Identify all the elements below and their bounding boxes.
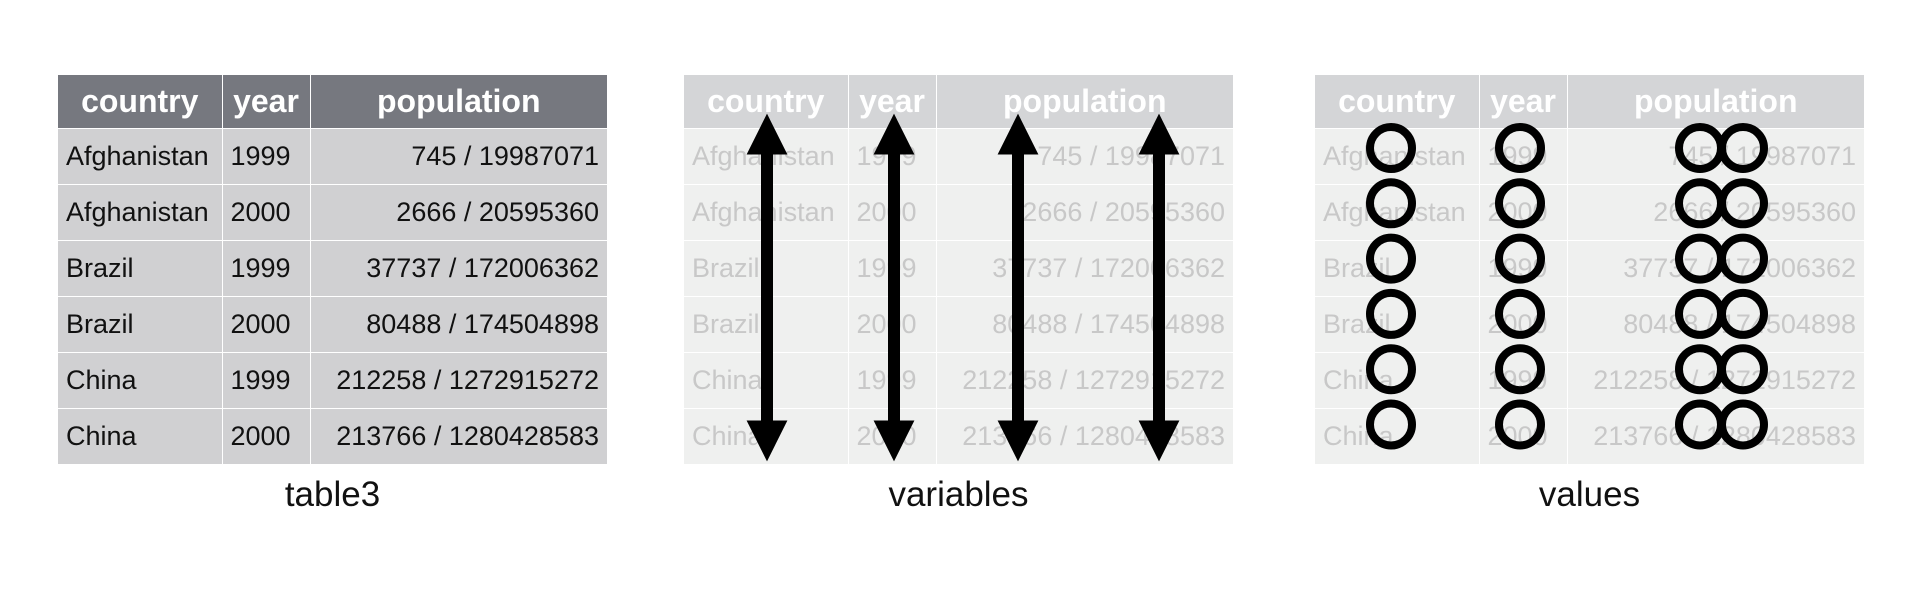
cell-country: Afghanistan (684, 128, 849, 185)
header-year: year (1479, 75, 1568, 129)
caption-values: values (1538, 475, 1641, 514)
cell-year: 1999 (848, 128, 937, 185)
cell-population: 2666 / 20595360 (310, 184, 607, 241)
header-population: population (1567, 75, 1864, 129)
cell-population: 212258 / 1272915272 (310, 352, 607, 409)
header-population: population (936, 75, 1233, 129)
cell-year: 2000 (222, 296, 311, 353)
cell-year: 1999 (222, 128, 311, 185)
cell-population: 213766 / 1280428583 (1567, 408, 1864, 464)
cell-country: China (684, 352, 849, 409)
cell-country: Brazil (684, 240, 849, 297)
cell-population: 745 / 19987071 (310, 128, 607, 185)
header-population: population (310, 75, 607, 129)
cell-population: 80488 / 174504898 (310, 296, 607, 353)
cell-year: 2000 (222, 184, 311, 241)
cell-population: 213766 / 1280428583 (936, 408, 1233, 464)
cell-year: 2000 (848, 296, 937, 353)
cell-population: 213766 / 1280428583 (310, 408, 607, 464)
cell-year: 2000 (1479, 408, 1568, 464)
cell-population: 212258 / 1272915272 (936, 352, 1233, 409)
cell-country: China (58, 352, 223, 409)
cell-population: 37737 / 172006362 (936, 240, 1233, 297)
cell-country: Afghanistan (684, 184, 849, 241)
cell-year: 2000 (848, 408, 937, 464)
cell-year: 2000 (1479, 184, 1568, 241)
cell-population: 745 / 19987071 (936, 128, 1233, 185)
cell-population: 37737 / 172006362 (310, 240, 607, 297)
cell-country: Brazil (58, 296, 223, 353)
cell-country: Afghanistan (1315, 128, 1480, 185)
caption-variables: variables (888, 475, 1029, 514)
header-country: country (684, 75, 849, 129)
cell-year: 2000 (848, 184, 937, 241)
header-row: country year population (684, 75, 1233, 129)
cell-country: China (684, 408, 849, 464)
cell-country: Afghanistan (58, 184, 223, 241)
cell-population: 80488 / 174504898 (936, 296, 1233, 353)
cell-year: 1999 (1479, 352, 1568, 409)
header-country: country (58, 75, 223, 129)
cell-population: 2666 / 20595360 (936, 184, 1233, 241)
cell-population: 80488 / 174504898 (1567, 296, 1864, 353)
cell-population: 212258 / 1272915272 (1567, 352, 1864, 409)
cell-country: Brazil (58, 240, 223, 297)
cell-country: Brazil (1315, 296, 1480, 353)
caption-table3: table3 (284, 475, 381, 514)
header-row: country year population (58, 75, 607, 129)
cell-country: China (1315, 408, 1480, 464)
cell-population: 2666 / 20595360 (1567, 184, 1864, 241)
header-row: country year population (1315, 75, 1864, 129)
cell-year: 1999 (848, 240, 937, 297)
cell-country: China (58, 408, 223, 464)
cell-country: Afghanistan (58, 128, 223, 185)
cell-year: 2000 (222, 408, 311, 464)
cell-year: 1999 (222, 352, 311, 409)
cell-country: Brazil (1315, 240, 1480, 297)
cell-year: 1999 (222, 240, 311, 297)
cell-year: 1999 (1479, 240, 1568, 297)
cell-population: 745 / 19987071 (1567, 128, 1864, 185)
cell-year: 1999 (1479, 128, 1568, 185)
header-country: country (1315, 75, 1480, 129)
cell-country: China (1315, 352, 1480, 409)
cell-country: Brazil (684, 296, 849, 353)
header-year: year (848, 75, 937, 129)
cell-population: 37737 / 172006362 (1567, 240, 1864, 297)
cell-year: 2000 (1479, 296, 1568, 353)
cell-country: Afghanistan (1315, 184, 1480, 241)
cell-year: 1999 (848, 352, 937, 409)
header-year: year (222, 75, 311, 129)
